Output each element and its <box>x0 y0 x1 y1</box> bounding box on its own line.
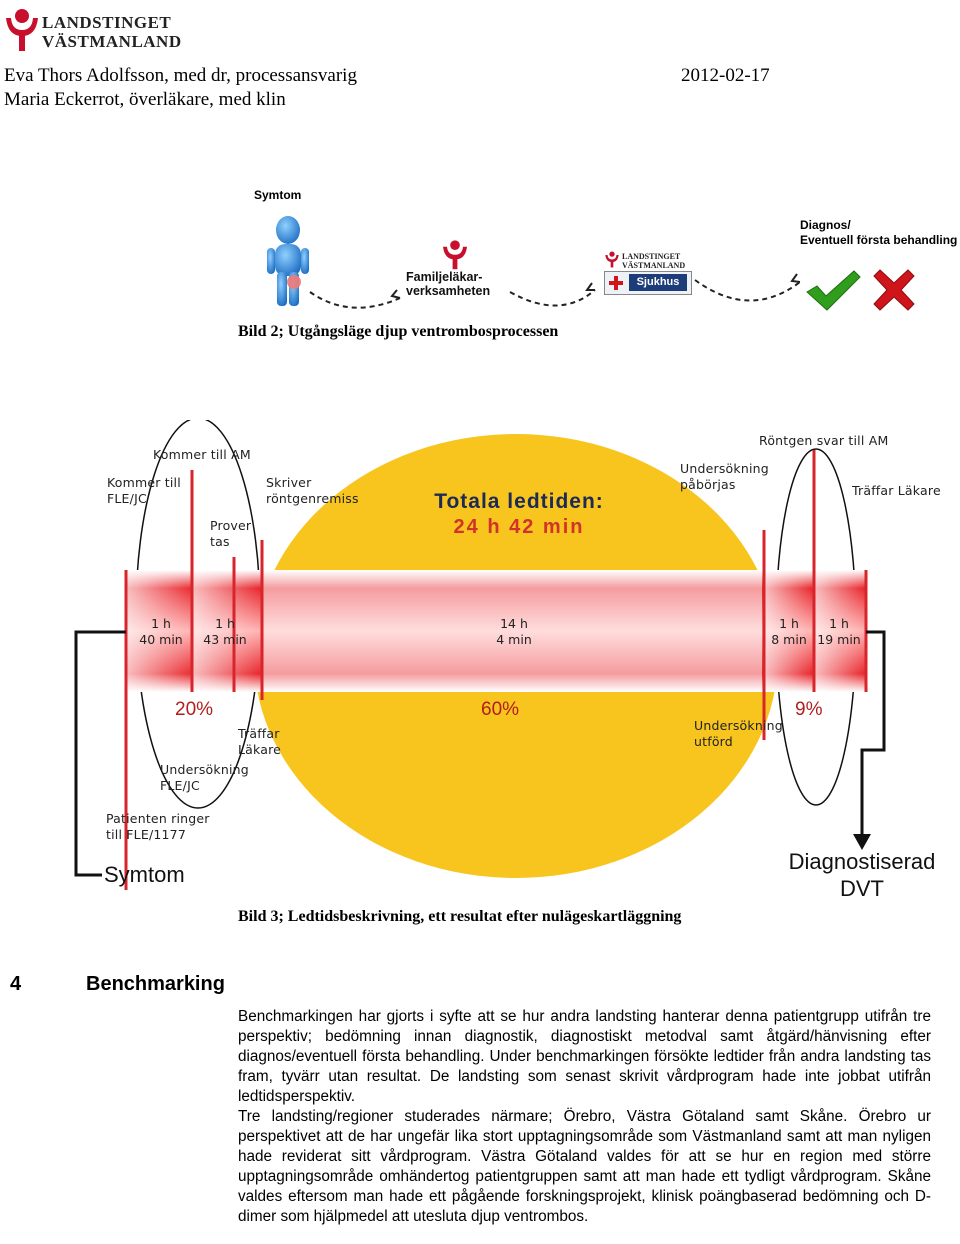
event-skriver: Skriver röntgenremiss <box>266 475 359 506</box>
red-cross-icon <box>609 276 623 290</box>
fam-line2: verksamheten <box>406 284 491 298</box>
percentage-right: 9% <box>795 699 823 720</box>
event-line: FLE/JC <box>107 490 147 506</box>
diagnosed-line2: DVT <box>840 876 884 901</box>
total-leadtime-title: Totala ledtiden: <box>434 490 604 513</box>
figure2-caption: Bild 2; Utgångsläge djup ventrombosproce… <box>238 323 559 340</box>
event-line: Prover <box>210 518 252 533</box>
event-line: till FLE/1177 <box>106 826 186 842</box>
segment-hours: 1 h <box>215 616 235 631</box>
hospital-logo-line2: VÄSTMANLAND <box>622 261 686 270</box>
event-us-utford: Undersökning utförd <box>694 718 783 749</box>
segment-hours: 1 h <box>151 616 171 631</box>
segment-minutes: 43 min <box>203 632 247 647</box>
sjukhus-logo: LANDSTINGET VÄSTMANLAND Sjukhus <box>602 250 702 296</box>
event-line: Kommer till <box>107 475 181 490</box>
event-line: utförd <box>694 733 733 749</box>
section-number: 4 <box>10 973 22 995</box>
event-kommer-am: Kommer till AM <box>153 447 251 462</box>
hospital-logo-line1: LANDSTINGET <box>622 252 681 261</box>
event-line: Skriver <box>266 475 312 490</box>
check-icon <box>806 270 861 311</box>
document-date: 2012-02-17 <box>681 65 770 86</box>
familjelakarverksamheten-logo: Familjeläkar- verksamheten <box>404 238 514 298</box>
event-line: FLE/JC <box>160 777 200 793</box>
fig2-diagnosis-label: Diagnos/ Eventuell första behandling <box>800 218 957 248</box>
event-line: tas <box>210 533 230 549</box>
event-line: röntgenremiss <box>266 490 359 506</box>
body-paragraph-1: Benchmarkingen har gjorts i syfte att se… <box>238 1008 931 1105</box>
sjukhus-label: Sjukhus <box>629 274 687 291</box>
section-body: Benchmarkingen har gjorts i syfte att se… <box>238 1007 931 1227</box>
landstinget-logo: LANDSTINGET VÄSTMANLAND <box>4 6 184 52</box>
percentage-middle: 60% <box>481 699 520 720</box>
timeline-diagram <box>74 420 886 890</box>
segment-duration: 1 h 43 min <box>196 616 254 648</box>
event-traffar-lakare: Träffar Läkare <box>238 726 281 757</box>
event-rontgen-svar: Röntgen svar till AM <box>759 433 889 448</box>
logo-line1: LANDSTINGET <box>42 13 172 32</box>
diagnosis-line1: Diagnos/ <box>800 218 851 232</box>
body-paragraph-2: Tre landsting/regioner studerades närmar… <box>238 1108 931 1225</box>
event-traffar-lakare-top: Träffar Läkare <box>852 483 941 498</box>
event-line: Träffar <box>238 726 280 741</box>
event-line: Undersökning <box>680 461 769 476</box>
segment-minutes: 8 min <box>771 632 807 647</box>
segment-hours: 1 h <box>829 616 849 631</box>
diagnosis-line2: Eventuell första behandling <box>800 233 958 247</box>
author-line-1: Eva Thors Adolfsson, med dr, processansv… <box>4 65 357 86</box>
logo-line2: VÄSTMANLAND <box>42 32 182 51</box>
section-title: Benchmarking <box>86 973 225 995</box>
symptom-bracket <box>74 630 102 877</box>
event-line: påbörjas <box>680 476 736 492</box>
event-line: Patienten ringer <box>106 811 210 826</box>
event-us-paborjas: Undersökning påbörjas <box>680 461 769 492</box>
segment-duration: 14 h 4 min <box>484 616 544 648</box>
sjukhus-sign: Sjukhus <box>604 271 692 295</box>
percentage-left: 20% <box>175 699 214 720</box>
event-line: Läkare <box>238 741 282 757</box>
segment-minutes: 4 min <box>496 632 532 647</box>
event-kommer-flejc: Kommer till FLE/JC <box>107 475 181 506</box>
segment-hours: 14 h <box>500 616 528 631</box>
segment-hours: 1 h <box>779 616 799 631</box>
fam-line1: Familjeläkar- <box>406 270 483 284</box>
cross-icon <box>873 269 915 311</box>
patient-figure-icon <box>267 216 309 306</box>
fig2-dashed-arrows <box>309 273 801 309</box>
event-line: Undersökning <box>694 718 783 733</box>
diagnosed-line1: Diagnostiserad <box>788 849 936 874</box>
fig2-symptom-label: Symtom <box>254 188 302 202</box>
segment-minutes: 40 min <box>139 632 183 647</box>
diagnosis-bracket <box>860 630 886 838</box>
fig3-diagnosed-label: Diagnostiserad DVT <box>786 848 938 902</box>
familjelakar-emblem-icon <box>443 240 467 270</box>
landstinget-emblem-icon <box>6 9 38 51</box>
author-line-2: Maria Eckerrot, överläkare, med klin <box>4 89 286 110</box>
figure3-caption: Bild 3; Ledtidsbeskrivning, ett resultat… <box>238 908 682 925</box>
segment-duration: 1 h 19 min <box>814 616 864 648</box>
event-line: Undersökning <box>160 762 249 777</box>
event-us-flejc: Undersökning FLE/JC <box>160 762 249 793</box>
fig3-symptom-label: Symtom <box>104 862 185 887</box>
hospital-emblem-icon <box>605 251 619 268</box>
event-prover: Prover tas <box>210 518 251 549</box>
segment-minutes: 19 min <box>817 632 861 647</box>
segment-duration: 1 h 8 min <box>766 616 812 648</box>
event-patient-ringer: Patienten ringer till FLE/1177 <box>106 811 210 842</box>
total-leadtime-value: 24 h 42 min <box>453 516 585 538</box>
segment-duration: 1 h 40 min <box>130 616 192 648</box>
